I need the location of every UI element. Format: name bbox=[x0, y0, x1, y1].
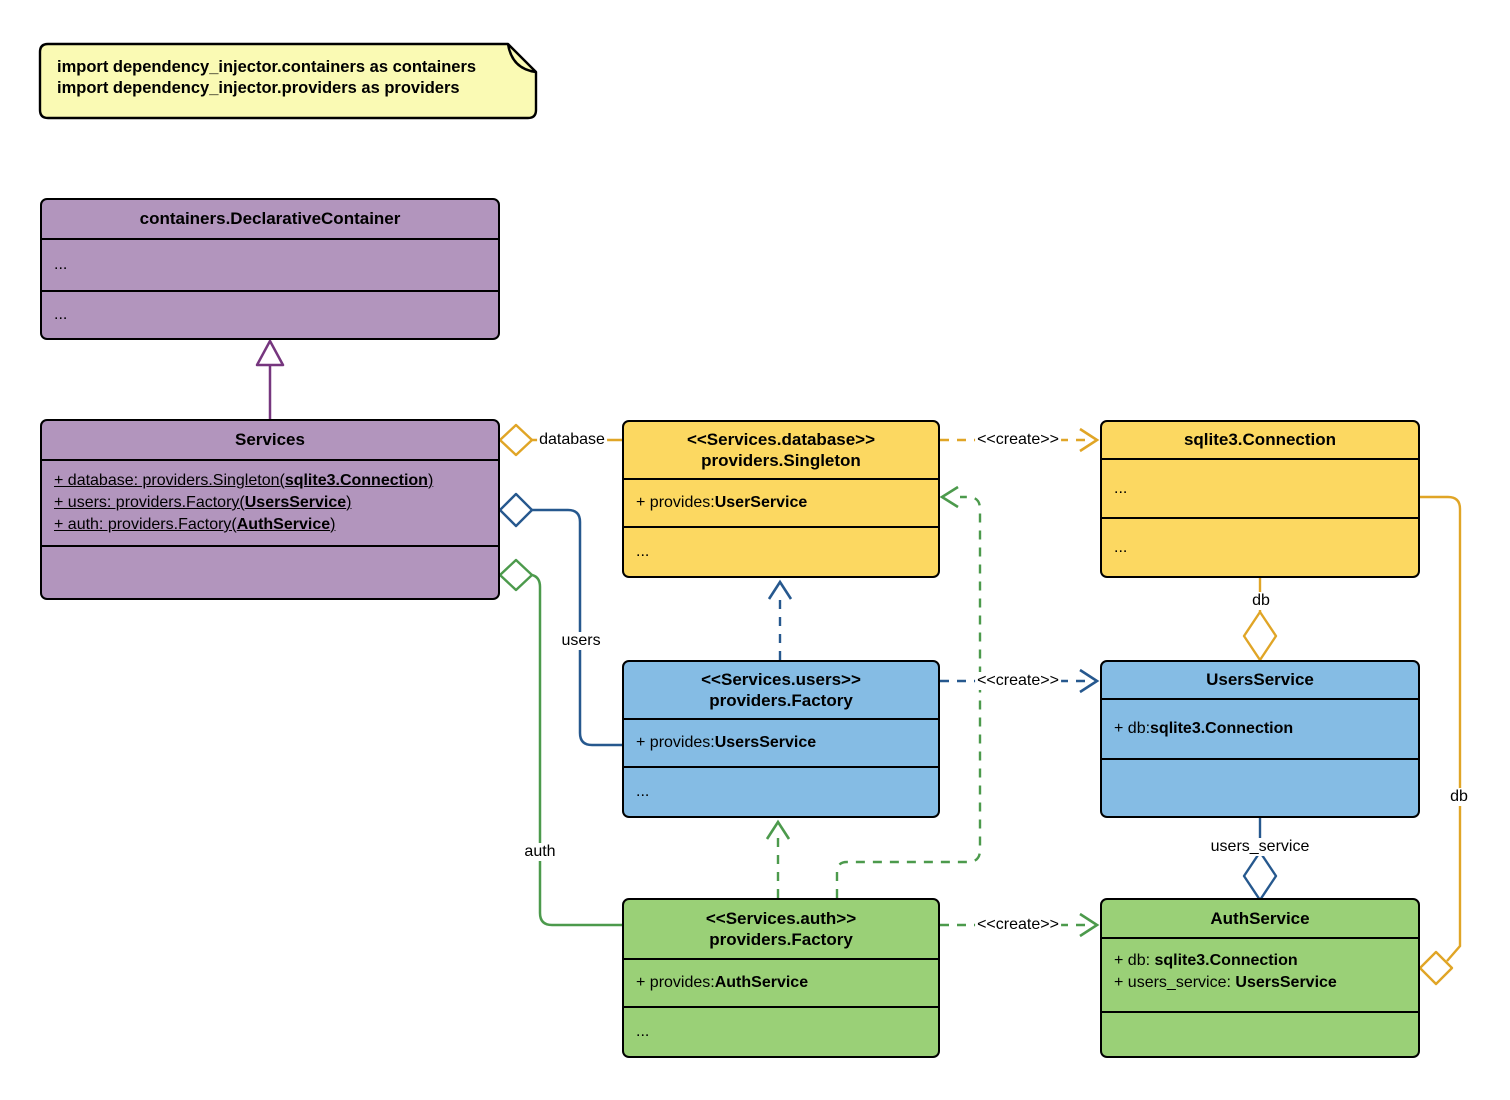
edge-aggregation-auth bbox=[498, 558, 622, 927]
attr-auth: + auth: providers.Factory(AuthService) bbox=[54, 516, 336, 533]
edge-label-db-right: db bbox=[1448, 788, 1470, 806]
class-users-factory: <<Services.users>> providers.Factory + p… bbox=[622, 660, 940, 818]
edge-aggregation-users bbox=[498, 492, 622, 747]
methods-compartment: ... bbox=[624, 766, 938, 816]
class-title: <<Services.auth>> providers.Factory bbox=[624, 900, 938, 958]
edge-label-users: users bbox=[559, 632, 603, 650]
edge-label-auth: auth bbox=[522, 843, 558, 861]
methods-compartment bbox=[1102, 758, 1418, 816]
class-title: <<Services.database>> providers.Singleto… bbox=[624, 422, 938, 478]
class-name: providers.Singleton bbox=[701, 451, 861, 470]
note-line-1: import dependency_injector.containers as… bbox=[57, 58, 477, 76]
edge-dependency-usersfactory-singleton bbox=[767, 579, 793, 660]
methods-compartment: ... bbox=[624, 526, 938, 576]
attr-db: + db: sqlite3.Connection bbox=[1114, 952, 1298, 969]
edge-label-users-service: users_service bbox=[1208, 838, 1312, 856]
class-title: containers.DeclarativeContainer bbox=[139, 209, 401, 229]
methods-compartment: ... bbox=[42, 290, 498, 338]
attr-database: + database: providers.Singleton(sqlite3.… bbox=[54, 472, 434, 489]
edge-label-create-users: <<create>> bbox=[975, 672, 1061, 690]
class-title: Services bbox=[235, 430, 305, 450]
attr-users: + users: providers.Factory(UsersService) bbox=[54, 494, 352, 511]
class-name: providers.Factory bbox=[709, 691, 853, 710]
edge-aggregation-db-usersservice bbox=[1242, 578, 1278, 662]
class-sqlite-connection: sqlite3.Connection ... ... bbox=[1100, 420, 1420, 578]
class-database-singleton: <<Services.database>> providers.Singleto… bbox=[622, 420, 940, 578]
stereotype: <<Services.auth>> bbox=[705, 908, 857, 928]
methods-compartment bbox=[1102, 1011, 1418, 1056]
class-title: UsersService bbox=[1206, 670, 1314, 690]
methods-compartment: ... bbox=[624, 1006, 938, 1056]
attr-db: + db: sqlite3.Connection bbox=[1102, 698, 1418, 758]
class-services: Services + database: providers.Singleton… bbox=[40, 419, 500, 600]
note-shape bbox=[38, 42, 538, 120]
class-name: providers.Factory bbox=[709, 930, 853, 949]
attr-users-service: + users_service: UsersService bbox=[1114, 974, 1337, 991]
class-declarative-container: containers.DeclarativeContainer ... ... bbox=[40, 198, 500, 340]
attributes-compartment: + db: sqlite3.Connection + users_service… bbox=[1102, 937, 1418, 1011]
note-line-2: import dependency_injector.providers as … bbox=[57, 79, 460, 97]
edge-aggregation-db-authservice bbox=[1418, 495, 1462, 986]
attr-provides: + provides: UsersService bbox=[624, 718, 938, 766]
edge-label-create-auth: <<create>> bbox=[975, 916, 1061, 934]
class-title: sqlite3.Connection bbox=[1183, 430, 1337, 450]
edge-label-create-db: <<create>> bbox=[975, 431, 1061, 449]
class-title: AuthService bbox=[1210, 908, 1310, 928]
stereotype: <<Services.users>> bbox=[701, 669, 861, 689]
class-users-service: UsersService + db: sqlite3.Connection bbox=[1100, 660, 1420, 818]
edge-aggregation-usersservice-authservice bbox=[1242, 818, 1278, 902]
class-auth-service: AuthService + db: sqlite3.Connection + u… bbox=[1100, 898, 1420, 1058]
attributes-compartment: ... bbox=[1102, 458, 1418, 517]
edge-dependency-authfactory-usersfactory bbox=[765, 819, 791, 898]
methods-compartment: ... bbox=[1102, 517, 1418, 576]
attributes-compartment: + database: providers.Singleton(sqlite3.… bbox=[42, 459, 498, 545]
edge-dependency-authfactory-singleton bbox=[835, 485, 982, 898]
class-auth-factory: <<Services.auth>> providers.Factory + pr… bbox=[622, 898, 940, 1058]
edge-label-database: database bbox=[537, 431, 607, 449]
attributes-compartment: ... bbox=[42, 238, 498, 290]
attr-provides: + provides: UserService bbox=[624, 478, 938, 526]
edge-inheritance-services-declarativecontainer bbox=[255, 339, 285, 419]
imports-note: import dependency_injector.containers as… bbox=[57, 57, 476, 99]
edge-label-db-top: db bbox=[1250, 592, 1272, 610]
attr-provides: + provides: AuthService bbox=[624, 958, 938, 1006]
methods-compartment bbox=[42, 545, 498, 598]
class-title: <<Services.users>> providers.Factory bbox=[624, 662, 938, 718]
stereotype: <<Services.database>> bbox=[686, 429, 876, 449]
